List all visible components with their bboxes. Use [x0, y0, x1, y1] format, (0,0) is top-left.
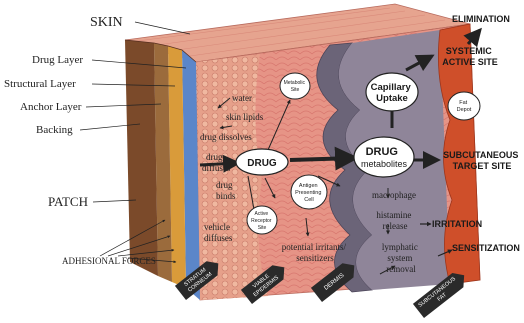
label-adhesional-forces: ADHESIONAL FORCES	[62, 256, 156, 266]
label-sensitization: SENSITIZATION	[452, 243, 520, 253]
label-skin-lipids: skin lipids	[226, 112, 264, 122]
label-capillary-uptake: Capillary Uptake	[371, 82, 414, 104]
label-elimination: ELIMINATION	[452, 14, 510, 24]
label-patch: PATCH	[48, 194, 88, 209]
label-irritation: IRRITATION	[432, 219, 482, 229]
label-drug-metabolites: DRUG metabolites	[361, 142, 408, 169]
label-subcutaneous-target-site: SUBCUTANEOUS TARGET SITE	[443, 150, 521, 171]
label-anchor-layer: Anchor Layer	[20, 101, 82, 113]
label-lymphatic-removal: lymphatic system removal	[382, 242, 420, 274]
fat-depot-node	[448, 92, 480, 120]
label-drug-dissolves: drug dissolves	[200, 132, 252, 142]
label-drug-binds: drug binds	[216, 180, 236, 201]
metabolic-site-node	[280, 73, 310, 99]
label-vehicle-diffuses: vehicle diffuses	[204, 222, 233, 243]
label-structural-layer: Structural Layer	[4, 78, 76, 90]
label-skin: SKIN	[90, 15, 123, 30]
label-backing: Backing	[36, 124, 73, 136]
backing-layer	[125, 40, 158, 276]
label-macrophage: macrophage	[372, 190, 416, 200]
label-drug-layer: Drug Layer	[32, 54, 83, 66]
label-systemic-active-site: SYSTEMIC ACTIVE SITE	[442, 46, 498, 67]
label-drug: DRUG	[247, 158, 277, 169]
label-water: water	[232, 93, 252, 103]
